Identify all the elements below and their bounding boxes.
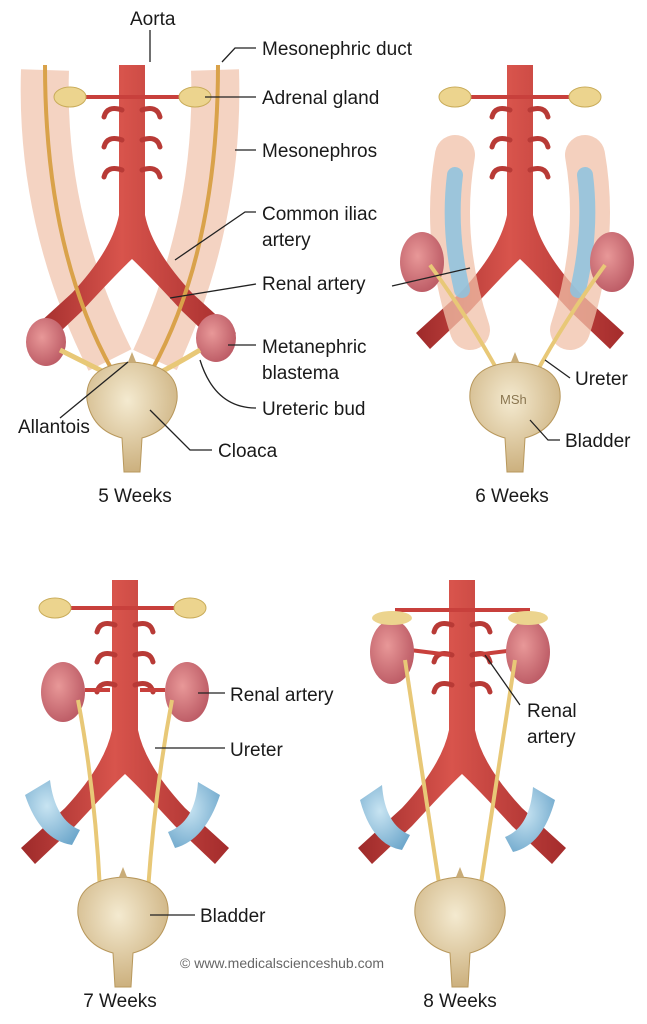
- kidney-right: [590, 232, 634, 292]
- adrenal-gland-left: [38, 597, 72, 619]
- label-bladder: Bladder: [200, 906, 266, 927]
- allantois: [128, 352, 136, 362]
- caption-6-weeks: 6 Weeks: [475, 486, 549, 507]
- bladder-mark: MSh: [500, 392, 527, 407]
- gonad-left: [25, 780, 80, 845]
- bladder: [414, 876, 506, 988]
- ureter: [403, 659, 517, 891]
- mesonephric-duct-right: [150, 64, 220, 371]
- gonad-right: [168, 782, 220, 848]
- panel-8-weeks: Renal artery 8 Weeks: [358, 580, 577, 1012]
- adrenal-gland-right: [568, 86, 602, 108]
- caption-7-weeks: 7 Weeks: [83, 991, 157, 1012]
- ureter: [428, 263, 607, 376]
- label-common-iliac-artery-line1: Common iliac: [262, 204, 377, 225]
- label-ureter: Ureter: [575, 369, 628, 390]
- metanephric-blastema-left: [26, 318, 66, 366]
- gonad-left: [444, 167, 470, 298]
- adrenal-gland-left: [53, 86, 87, 108]
- mesonephric-duct-left: [43, 64, 114, 371]
- caption-8-weeks: 8 Weeks: [423, 991, 497, 1012]
- adrenal-gland-right: [173, 597, 207, 619]
- label-metanephric-blastema-line2: blastema: [262, 363, 340, 384]
- bladder: [77, 876, 169, 988]
- label-adrenal-gland: Adrenal gland: [262, 88, 379, 109]
- kidney-right: [165, 662, 209, 722]
- kidney-left: [41, 662, 85, 722]
- label-bladder: Bladder: [565, 431, 631, 452]
- label-ureter: Ureter: [230, 740, 283, 761]
- label-allantois: Allantois: [18, 417, 90, 438]
- label-renal-artery: Renal artery: [230, 685, 334, 706]
- label-renal-artery-line1: Renal: [527, 701, 577, 722]
- label-ureteric-bud: Ureteric bud: [262, 399, 366, 420]
- label-common-iliac-artery-line2: artery: [262, 230, 311, 251]
- panel-6-weeks: MSh Ureter Bladder 6 Weeks: [391, 65, 634, 507]
- label-cloaca: Cloaca: [218, 441, 278, 462]
- bladder: [469, 361, 561, 473]
- label-renal-artery: Renal artery: [262, 274, 366, 295]
- adrenal-gland-left: [372, 611, 412, 625]
- cloaca: [86, 361, 178, 473]
- label-aorta: Aorta: [130, 9, 176, 30]
- gonad-right: [505, 787, 555, 852]
- kidney-right: [506, 620, 550, 684]
- label-metanephric-blastema-line1: Metanephric: [262, 337, 367, 358]
- panel-5-weeks: Aorta Mesonephric duct Adrenal gland Mes…: [18, 9, 413, 507]
- label-mesonephric-duct: Mesonephric duct: [262, 39, 413, 60]
- label-renal-artery-line2: artery: [527, 727, 576, 748]
- watermark: © www.medicalscienceshub.com: [180, 955, 384, 971]
- ureter: [76, 699, 174, 891]
- adrenal-gland-right: [508, 611, 548, 625]
- panel-7-weeks: Renal artery Ureter Bladder 7 Weeks: [21, 580, 334, 1012]
- gonad-left: [360, 785, 410, 850]
- adrenal-gland-left: [438, 86, 472, 108]
- label-mesonephros: Mesonephros: [262, 141, 377, 162]
- metanephric-blastema-right: [196, 314, 236, 362]
- gonad-right: [570, 167, 596, 298]
- kidney-left: [370, 620, 414, 684]
- caption-5-weeks: 5 Weeks: [98, 486, 172, 507]
